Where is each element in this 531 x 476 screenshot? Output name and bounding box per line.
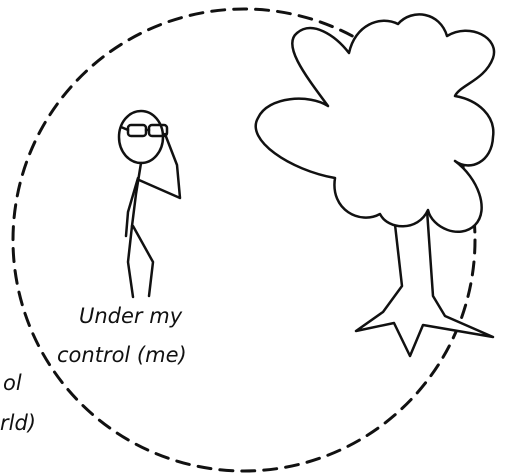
outer-label-line-2: rld): [0, 411, 36, 435]
figure-right-arm: [139, 134, 180, 198]
tree-canopy: [256, 14, 494, 231]
tree-icon: [256, 14, 494, 356]
tree-trunk: [356, 207, 493, 356]
inner-label-line-1: Under my: [79, 304, 183, 328]
figure-left-leg: [128, 226, 133, 297]
stick-figure-icon: [119, 111, 180, 297]
inner-label-line-2: control (me): [57, 343, 187, 367]
outer-label-line-1: ol: [3, 371, 22, 395]
figure-right-leg: [133, 226, 153, 296]
